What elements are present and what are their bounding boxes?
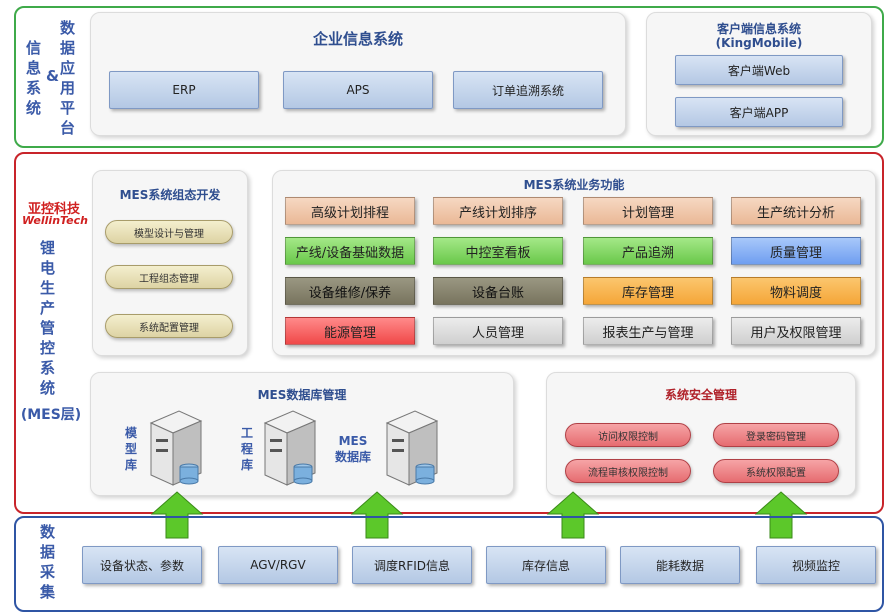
mes-db-server-icon (385, 410, 439, 486)
app-layer-label-left: 信 息 系 统 (26, 39, 42, 117)
process-approval-control-item[interactable]: 流程审核权限控制 (565, 459, 691, 483)
data-layer-label: 数 据 采 集 (40, 523, 56, 601)
energy-management-button[interactable]: 能源管理 (285, 317, 415, 345)
client-info-panel: 客户端信息系统 (KingMobile) 客户端Web 客户端APP (646, 12, 872, 136)
equipment-maintenance-button[interactable]: 设备维修/保养 (285, 277, 415, 305)
aps-button[interactable]: APS (283, 71, 433, 109)
mes-layer (14, 152, 884, 514)
agv-rgv-button[interactable]: AGV/RGV (218, 546, 338, 584)
engineering-db-label: 工 程 库 (241, 426, 254, 472)
model-db-label: 模 型 库 (125, 426, 138, 472)
engineering-db-server-icon (263, 410, 317, 486)
enterprise-info-panel: 企业信息系统 ERP APS 订单追溯系统 (90, 12, 626, 136)
config-dev-title: MES系统组态开发 (119, 188, 221, 202)
system-config-item[interactable]: 系统配置管理 (105, 314, 233, 338)
engineering-config-item[interactable]: 工程组态管理 (105, 265, 233, 289)
data-collection-layer (14, 516, 884, 612)
business-functions-panel: MES系统业务功能 高级计划排程产线计划排序计划管理生产统计分析产线/设备基础数… (272, 170, 876, 356)
up-arrow-icon (754, 491, 808, 539)
client-app-button[interactable]: 客户端APP (675, 97, 843, 127)
inventory-info-button[interactable]: 库存信息 (486, 546, 606, 584)
up-arrow-icon (546, 491, 600, 539)
system-permission-config-item[interactable]: 系统权限配置 (713, 459, 839, 483)
enterprise-info-title: 企业信息系统 (312, 30, 403, 48)
security-title: 系统安全管理 (664, 388, 737, 402)
database-panel: MES数据库管理 模 型 库 工 程 库 MES 数据库 (90, 372, 514, 496)
app-layer-label-right: 数 据 应 用 平 台 (60, 19, 76, 137)
line-plan-sequencing-button[interactable]: 产线计划排序 (433, 197, 563, 225)
mes-db-label: MES 数据库 (335, 434, 372, 464)
client-info-title: 客户端信息系统 (716, 22, 801, 36)
report-management-button[interactable]: 报表生产与管理 (583, 317, 713, 345)
client-info-subtitle: (KingMobile) (715, 36, 803, 50)
energy-data-button[interactable]: 能耗数据 (620, 546, 740, 584)
user-permission-management-button[interactable]: 用户及权限管理 (731, 317, 861, 345)
product-traceability-button[interactable]: 产品追溯 (583, 237, 713, 265)
password-management-item[interactable]: 登录密码管理 (713, 423, 839, 447)
model-db-server-icon (149, 410, 203, 486)
erp-button[interactable]: ERP (109, 71, 259, 109)
personnel-management-button[interactable]: 人员管理 (433, 317, 563, 345)
mes-layer-label-suffix: (MES层) (20, 407, 82, 423)
mes-layer-label: 锂 电 生 产 管 控 系 统 (40, 239, 56, 397)
up-arrow-icon (150, 491, 204, 539)
equipment-ledger-button[interactable]: 设备台账 (433, 277, 563, 305)
security-panel: 系统安全管理 访问权限控制 登录密码管理 流程审核权限控制 系统权限配置 (546, 372, 856, 496)
client-web-button[interactable]: 客户端Web (675, 55, 843, 85)
database-title: MES数据库管理 (257, 388, 347, 402)
line-equipment-data-button[interactable]: 产线/设备基础数据 (285, 237, 415, 265)
app-layer-label-amp: & (46, 67, 60, 85)
advanced-scheduling-button[interactable]: 高级计划排程 (285, 197, 415, 225)
model-design-item[interactable]: 模型设计与管理 (105, 220, 233, 244)
rfid-dispatch-button[interactable]: 调度RFID信息 (352, 546, 472, 584)
video-monitor-button[interactable]: 视频监控 (756, 546, 876, 584)
device-status-button[interactable]: 设备状态、参数 (82, 546, 202, 584)
brand-name-en: WellinTech (22, 214, 88, 227)
plan-management-button[interactable]: 计划管理 (583, 197, 713, 225)
business-functions-title: MES系统业务功能 (523, 178, 625, 192)
brand-name-cn: 亚控科技 (27, 202, 80, 217)
application-layer (14, 6, 884, 148)
up-arrow-icon (350, 491, 404, 539)
control-room-dashboard-button[interactable]: 中控室看板 (433, 237, 563, 265)
order-trace-button[interactable]: 订单追溯系统 (453, 71, 603, 109)
config-dev-panel: MES系统组态开发 模型设计与管理 工程组态管理 系统配置管理 (92, 170, 248, 356)
access-control-item[interactable]: 访问权限控制 (565, 423, 691, 447)
production-statistics-button[interactable]: 生产统计分析 (731, 197, 861, 225)
inventory-management-button[interactable]: 库存管理 (583, 277, 713, 305)
material-dispatch-button[interactable]: 物料调度 (731, 277, 861, 305)
quality-management-button[interactable]: 质量管理 (731, 237, 861, 265)
